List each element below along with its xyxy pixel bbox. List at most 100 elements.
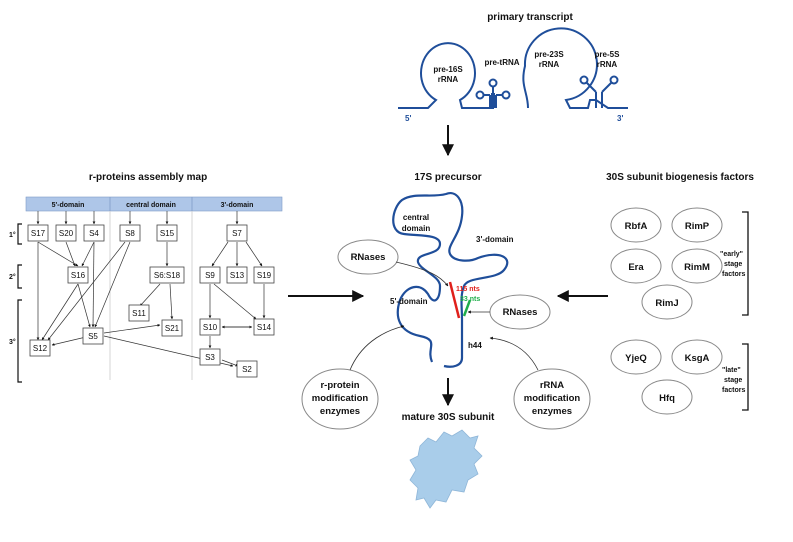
early-label-3: factors [722, 271, 745, 278]
primary-transcript-title: primary transcript [487, 12, 573, 23]
svg-text:S21: S21 [165, 324, 180, 333]
protein-box-s17: S17 [27, 224, 49, 242]
domain-3-label: 3'-domain [221, 202, 254, 209]
svg-text:S12: S12 [33, 344, 48, 353]
factor-ellipses: RbfA RimP Era RimM RimJ YjeQ KsgA Hfq [610, 207, 723, 415]
pre-23s-label-1: pre-23S [534, 50, 564, 59]
protein-box-s7: S7 [226, 224, 248, 242]
rnases-label-left: RNases [351, 252, 386, 263]
late-bracket [742, 343, 749, 411]
pre-trna-label: pre-tRNA [484, 58, 519, 67]
pre-trna-structure [475, 78, 511, 108]
protein-box-s15: S15 [156, 224, 178, 242]
protein-box-s9: S9 [199, 266, 221, 284]
early-label-2: stage [724, 261, 742, 268]
svg-text:RimM: RimM [684, 262, 710, 273]
late-label-2: stage [724, 377, 742, 384]
cleavage-33nts-line [462, 299, 472, 317]
rrna-enzymes-line-3: enzymes [532, 406, 572, 417]
central-domain-label-2: domain [402, 224, 431, 233]
early-label-1: "early" [720, 251, 743, 258]
pre-5s-label-2: rRNA [597, 60, 618, 69]
central-domain-label-1: central [403, 213, 429, 222]
cleavage-115nts-line [448, 281, 461, 319]
svg-text:S7: S7 [232, 229, 242, 238]
rrna-enzymes-line-1: rRNA [540, 380, 564, 391]
svg-text:S13: S13 [230, 271, 245, 280]
protein-box-s8: S8 [119, 224, 141, 242]
three-prime-label: 3' [617, 114, 623, 123]
rrna-enzymes-ellipse [513, 368, 591, 430]
factor-yjeq: YjeQ [610, 339, 662, 375]
svg-text:Era: Era [628, 262, 644, 273]
pre-23s-label-2: rRNA [539, 60, 560, 69]
rprotein-enzymes-ellipse [301, 368, 379, 430]
svg-text:S9: S9 [205, 271, 215, 280]
protein-box-s4: S4 [83, 224, 105, 242]
svg-text:S8: S8 [125, 229, 135, 238]
nts-33-label: 33 nts [460, 296, 480, 303]
tier-2-label: 2° [9, 273, 16, 281]
svg-text:S15: S15 [160, 229, 175, 238]
svg-text:S11: S11 [132, 309, 146, 318]
svg-text:YjeQ: YjeQ [625, 353, 647, 364]
factor-era: Era [610, 248, 662, 284]
protein-box-s19: S19 [253, 266, 275, 284]
protein-box-s6-s18: S6:S18 [149, 266, 185, 284]
svg-text:S16: S16 [71, 271, 86, 280]
h44-label: h44 [468, 341, 482, 350]
svg-text:S4: S4 [89, 229, 99, 238]
protein-box-s5: S5 [82, 327, 104, 345]
factor-rimj: RimJ [641, 284, 693, 320]
biogenesis-title: 30S subunit biogenesis factors [606, 172, 754, 183]
svg-text:S20: S20 [59, 229, 74, 238]
svg-text:RimP: RimP [685, 221, 710, 232]
protein-box-s2: S2 [236, 360, 258, 378]
late-label-3: factors [722, 387, 745, 394]
svg-text:KsgA: KsgA [685, 353, 710, 364]
nts-115-label: 115 nts [456, 286, 480, 293]
protein-box-s16: S16 [67, 266, 89, 284]
five-domain-label: 5'-domain [390, 297, 428, 306]
rrna-enzymes-line-2: modification [524, 393, 581, 404]
protein-box-s14: S14 [253, 318, 275, 336]
domain-central-label: central domain [126, 202, 176, 209]
factor-hfq: Hfq [641, 379, 693, 415]
five-prime-label: 5' [405, 114, 411, 123]
protein-box-s3: S3 [199, 348, 221, 366]
pre-16s-label-1: pre-16S [433, 65, 463, 74]
mature-30s-title: mature 30S subunit [402, 412, 495, 423]
assembly-map-title: r-proteins assembly map [89, 172, 207, 183]
svg-text:S17: S17 [31, 229, 46, 238]
factor-rimm: RimM [671, 248, 723, 284]
factor-rbfa: RbfA [610, 207, 662, 243]
rnases-ellipse-left [337, 239, 399, 275]
svg-text:S3: S3 [205, 353, 215, 362]
protein-box-s13: S13 [226, 266, 248, 284]
factor-rimp: RimP [671, 207, 723, 243]
svg-text:Hfq: Hfq [659, 393, 675, 404]
rprotein-enzymes-line-2: modification [312, 393, 369, 404]
rnases-label-right: RNases [503, 307, 538, 318]
tier-3-label: 3° [9, 338, 16, 346]
factor-ksga: KsgA [671, 339, 723, 375]
rprotein-enzymes-line-3: enzymes [320, 406, 360, 417]
protein-box-s21: S21 [161, 319, 183, 337]
precursor-title: 17S precursor [414, 172, 481, 183]
svg-text:S19: S19 [257, 271, 272, 280]
domain-5-label: 5'-domain [52, 202, 85, 209]
biogenesis-factors: 30S subunit biogenesis factors RbfA RimP E… [606, 172, 754, 415]
tier-1-label: 1° [9, 231, 16, 239]
svg-text:RbfA: RbfA [625, 221, 648, 232]
precursor-17s: 17S precursor central domain 3'-domain 5… [301, 172, 591, 509]
svg-text:S6:S18: S6:S18 [154, 271, 181, 280]
svg-text:S2: S2 [242, 365, 252, 374]
early-bracket [742, 211, 749, 316]
late-label-1: "late" [722, 367, 741, 374]
svg-text:S14: S14 [257, 323, 272, 332]
three-domain-label: 3'-domain [476, 235, 514, 244]
svg-text:S5: S5 [88, 332, 98, 341]
pre-5s-label-1: pre-5S [595, 50, 621, 59]
